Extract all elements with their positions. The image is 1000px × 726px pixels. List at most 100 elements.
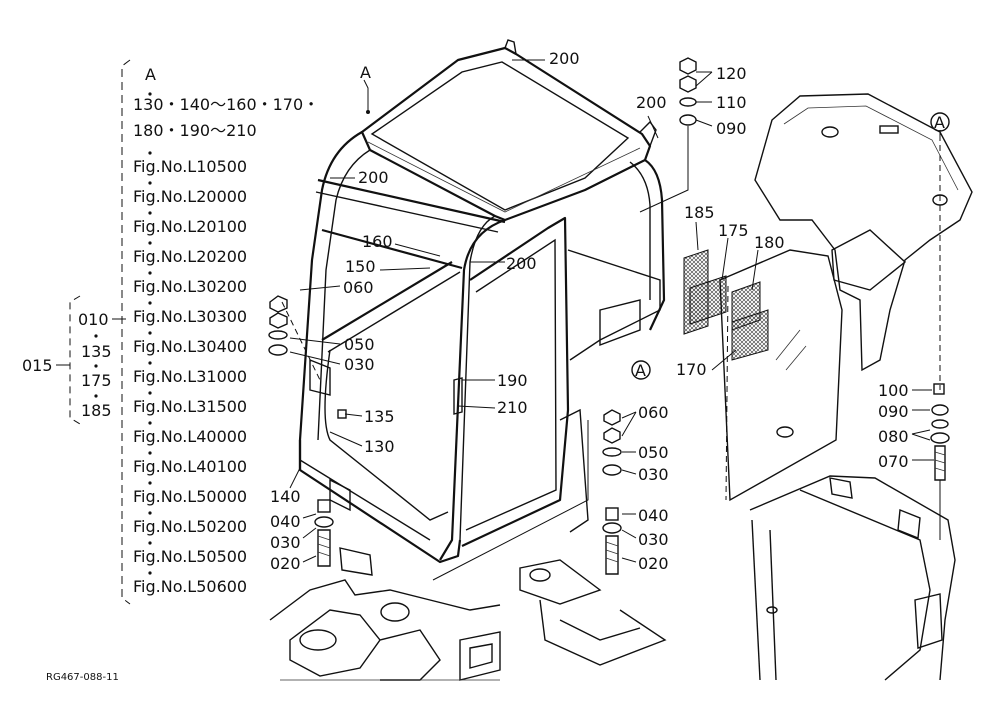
nut-icon	[603, 409, 621, 426]
leader	[621, 411, 637, 437]
cab-roof	[360, 46, 652, 222]
list-dot	[148, 92, 152, 96]
leader	[379, 267, 431, 271]
cab-base-front	[298, 440, 462, 564]
callout-060: 060	[343, 278, 374, 297]
fig-number: Fig.No.L31000	[133, 367, 247, 386]
mount-hole	[380, 602, 410, 622]
mount-hole	[529, 568, 551, 582]
base-frame-tab	[339, 547, 373, 576]
side-panel	[567, 249, 661, 361]
callout-080: 080	[878, 427, 909, 446]
base-bracket	[329, 478, 351, 512]
fastener-stack-right	[930, 383, 950, 540]
fig-number: Fig.No.L40000	[133, 427, 247, 446]
reference-code: RG467-088-11	[46, 672, 119, 683]
list-dot	[148, 481, 152, 485]
fig-list-parts-1: 130・140～160・170・	[133, 95, 319, 114]
leader	[695, 221, 699, 251]
fig-number: Fig.No.L20100	[133, 217, 247, 236]
list-dot	[148, 511, 152, 515]
callout-190: 190	[497, 371, 528, 390]
set-group-bracket	[69, 295, 81, 425]
roof-panel	[370, 61, 630, 211]
fig-number: Fig.No.L31500	[133, 397, 247, 416]
leader	[363, 79, 369, 112]
mount-center	[519, 559, 667, 666]
leader	[911, 429, 931, 441]
callout-090: 090	[878, 402, 909, 421]
leader	[457, 405, 496, 409]
list-dot	[148, 451, 152, 455]
fig-number: Fig.No.L50200	[133, 517, 247, 536]
collar-icon	[268, 344, 288, 356]
callout-030: 030	[270, 533, 301, 552]
list-dot	[148, 331, 152, 335]
front-right-pillar	[439, 218, 506, 561]
leader	[394, 243, 441, 257]
leader	[302, 555, 317, 563]
mount-left	[314, 499, 334, 567]
labels	[683, 249, 769, 361]
frame-plate	[914, 593, 943, 649]
washer-icon	[931, 419, 949, 429]
bolt-thread	[605, 541, 619, 563]
callout-030: 030	[638, 530, 669, 549]
side-panel-cutout	[599, 299, 641, 347]
diagonal-brace	[321, 261, 453, 341]
mount-rib	[559, 619, 641, 641]
set-group: 015 010 135 175 185	[22, 295, 126, 425]
callout-090: 090	[716, 119, 747, 138]
cab-base-rail	[299, 459, 431, 541]
fig-list-rows: Fig.No.L10500Fig.No.L20000Fig.No.L20100F…	[133, 151, 247, 596]
leader	[299, 285, 341, 291]
part-135-tag	[337, 409, 347, 419]
callout-070: 070	[878, 452, 909, 471]
collar-icon	[930, 432, 950, 444]
upper-crossbar-lower	[315, 191, 499, 233]
set-group-number: 015	[22, 356, 53, 375]
callout-135: 135	[364, 407, 395, 426]
cab-frame-drawing	[298, 39, 666, 564]
leader-dot	[366, 110, 370, 114]
nut-icon	[931, 404, 949, 416]
bolt-icon	[934, 445, 946, 481]
callout-175: 175	[718, 221, 749, 240]
fastener-stack-left	[268, 295, 321, 381]
diagonal-brace-lower	[327, 271, 461, 353]
leader	[344, 413, 363, 417]
rear-pillar-inner	[629, 161, 651, 300]
bolt-icon	[317, 529, 331, 567]
list-dot	[94, 364, 98, 368]
callout-160: 160	[362, 232, 393, 251]
base-frame-slot	[469, 643, 493, 669]
frame-cross	[799, 489, 931, 681]
assembly-line	[281, 301, 321, 381]
console-slot	[879, 125, 899, 134]
fastener-stack-right-top	[639, 57, 697, 213]
frame-left-leg	[751, 519, 761, 681]
callout-040: 040	[638, 506, 669, 525]
assembly-line	[432, 420, 589, 581]
fastener-stack-center	[432, 409, 622, 581]
list-dot	[148, 241, 152, 245]
circled-a-right	[930, 112, 950, 132]
list-dot	[148, 361, 152, 365]
circled-a-mid	[631, 360, 651, 380]
fig-number: Fig.No.L20000	[133, 187, 247, 206]
cap-icon	[933, 383, 945, 395]
callout-a-mid: A	[635, 361, 646, 380]
set-member-185: 185	[81, 401, 112, 420]
bracket-plate	[309, 358, 331, 396]
fig-number: Fig.No.L40100	[133, 457, 247, 476]
bolt-thread	[317, 535, 331, 557]
callout-200: 200	[358, 168, 389, 187]
callout-185: 185	[684, 203, 715, 222]
leader	[329, 431, 363, 447]
fig-number: Fig.No.L10500	[133, 157, 247, 176]
frame-left-leg-inner	[769, 529, 777, 681]
glass-edge	[725, 285, 729, 501]
list-dot	[94, 394, 98, 398]
collar-icon	[314, 516, 334, 528]
